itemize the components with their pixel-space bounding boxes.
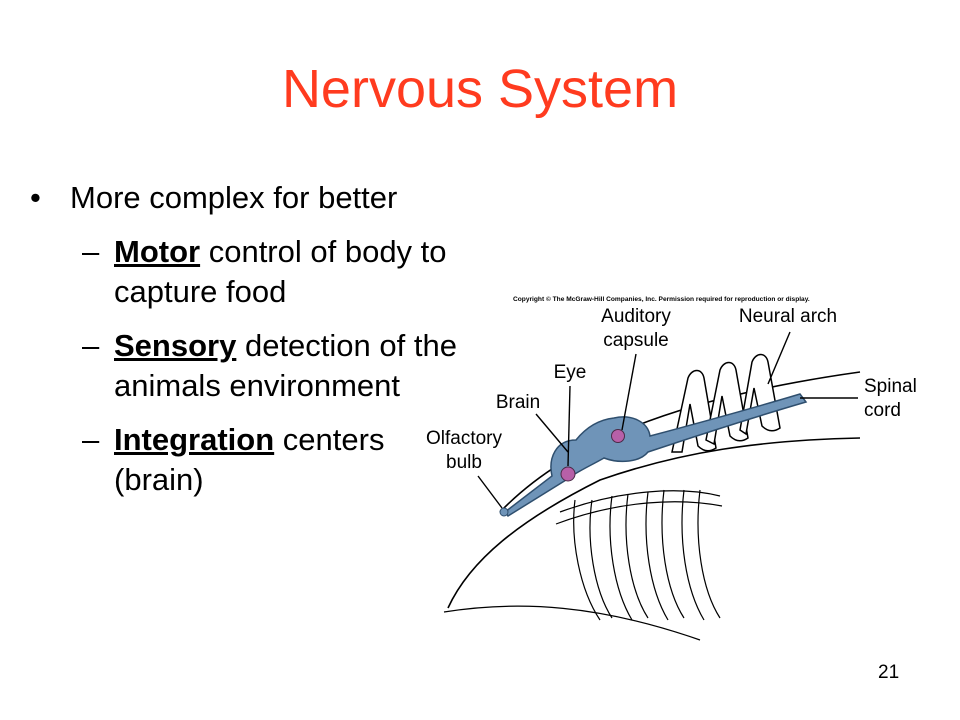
sub-text: control of body to capture food <box>114 234 447 309</box>
keyword-motor: Motor <box>114 234 201 269</box>
sub-item-integration: – Integration centers (brain) <box>30 420 470 500</box>
keyword-sensory: Sensory <box>114 328 237 363</box>
bullet-item: • More complex for better <box>30 178 470 218</box>
bullet-list: • More complex for better – Motor contro… <box>30 178 470 500</box>
keyword-integration: Integration <box>114 422 275 457</box>
leader-lines <box>477 331 858 509</box>
sub-text: detection of the animals environment <box>114 328 457 403</box>
sub-item-sensory: – Sensory detection of the animals envir… <box>30 326 470 406</box>
label-auditory-1: Auditory <box>601 306 671 327</box>
page-number: 21 <box>878 662 900 683</box>
gill-arches <box>555 489 723 621</box>
copyright-notice: Copyright © The McGraw-Hill Companies, I… <box>513 295 810 303</box>
label-olfactory-2: bulb <box>446 452 482 473</box>
slide-title: Nervous System <box>281 59 679 119</box>
body-lower-outline <box>443 605 701 641</box>
sub-text: centers (brain) <box>114 422 385 497</box>
sub-dash: – <box>82 328 100 363</box>
label-brain: Brain <box>496 392 540 413</box>
label-spinal-1: Spinal <box>864 376 917 397</box>
label-spinal-2: cord <box>864 400 901 421</box>
brain-and-spinal-cord <box>499 393 808 517</box>
eye-ganglion <box>560 466 576 482</box>
auditory-ganglion <box>611 429 625 443</box>
bullet-marker: • <box>30 180 41 215</box>
label-auditory-2: capsule <box>603 330 669 351</box>
olfactory-bulb-tip <box>499 507 509 517</box>
label-eye: Eye <box>554 362 587 383</box>
nervous-system-diagram: Copyright © The McGraw-Hill Companies, I… <box>426 295 917 641</box>
label-olfactory-1: Olfactory <box>426 428 503 449</box>
bullet-text: More complex for better <box>70 180 398 215</box>
sub-dash: – <box>82 234 100 269</box>
label-neural-arch: Neural arch <box>739 306 837 327</box>
sub-dash: – <box>82 422 100 457</box>
sub-item-motor: – Motor control of body to capture food <box>30 232 470 312</box>
